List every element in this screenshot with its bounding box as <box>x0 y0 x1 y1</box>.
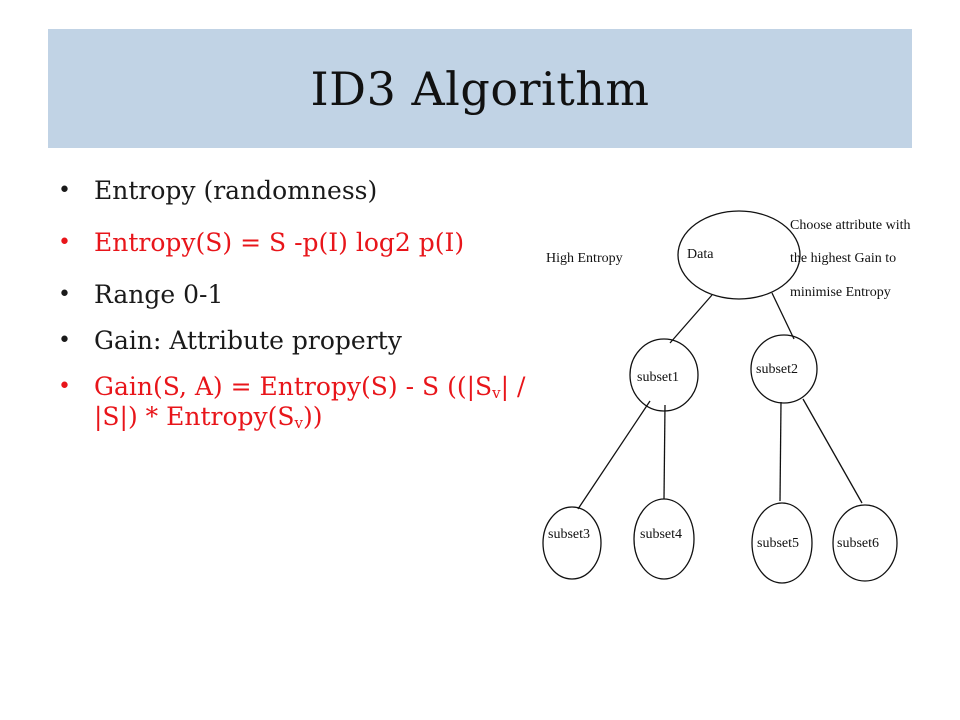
bullet-list: • Entropy (randomness) • Entropy(S) = S … <box>58 176 528 454</box>
bullet-gain-formula: • Gain(S, A) = Entropy(S) - S ((|Sv| / |… <box>58 372 528 432</box>
node-subset5 <box>751 502 813 584</box>
node-subset6-label: subset6 <box>837 536 879 551</box>
bullet-dot-icon: • <box>58 328 71 353</box>
edge-subset1-subset3 <box>577 400 651 510</box>
gain-note-line-1: Choose attribute with <box>790 218 911 233</box>
bullet-dot-icon: • <box>58 230 71 255</box>
node-subset4-label: subset4 <box>640 527 682 542</box>
node-subset4 <box>633 498 695 580</box>
gain-note-line-2: the highest Gain to <box>790 251 896 266</box>
high-entropy-label: High Entropy <box>546 251 623 266</box>
decision-tree-diagram: High Entropy Choose attribute with the h… <box>542 210 911 584</box>
gain-note-line-3: minimise Entropy <box>790 285 891 300</box>
slide-title: ID3 Algorithm <box>310 61 650 116</box>
edge-subset1-subset4 <box>663 404 666 500</box>
edge-data-subset2 <box>771 292 795 340</box>
node-subset6 <box>832 504 898 582</box>
node-subset2-label: subset2 <box>756 362 798 377</box>
edge-subset2-subset5 <box>779 401 782 502</box>
bullet-gain: • Gain: Attribute property <box>58 326 528 356</box>
bullet-dot-icon: • <box>58 374 71 399</box>
node-subset3-label: subset3 <box>548 527 590 542</box>
bullet-entropy-formula: • Entropy(S) = S -p(I) log2 p(I) <box>58 228 528 258</box>
bullet-entropy: • Entropy (randomness) <box>58 176 528 206</box>
node-subset3 <box>542 506 602 580</box>
edge-subset2-subset6 <box>802 398 863 504</box>
title-bar: ID3 Algorithm <box>48 29 912 148</box>
bullet-text: Gain: Attribute property <box>94 326 402 355</box>
bullet-text: Entropy(S) = S -p(I) log2 p(I) <box>94 228 465 257</box>
bullet-text: Gain(S, A) = Entropy(S) - S ((|Sv| / |S|… <box>94 372 526 432</box>
bullet-text: Range 0-1 <box>94 280 224 309</box>
node-subset5-label: subset5 <box>757 536 799 551</box>
bullet-text: Entropy (randomness) <box>94 176 378 205</box>
node-data <box>677 210 801 300</box>
node-subset2 <box>750 334 818 404</box>
bullet-dot-icon: • <box>58 282 71 307</box>
node-subset1-label: subset1 <box>637 370 679 385</box>
node-data-label: Data <box>687 247 714 262</box>
bullet-range: • Range 0-1 <box>58 280 528 310</box>
edge-data-subset1 <box>669 294 713 344</box>
node-subset1 <box>629 338 699 412</box>
bullet-dot-icon: • <box>58 178 71 203</box>
